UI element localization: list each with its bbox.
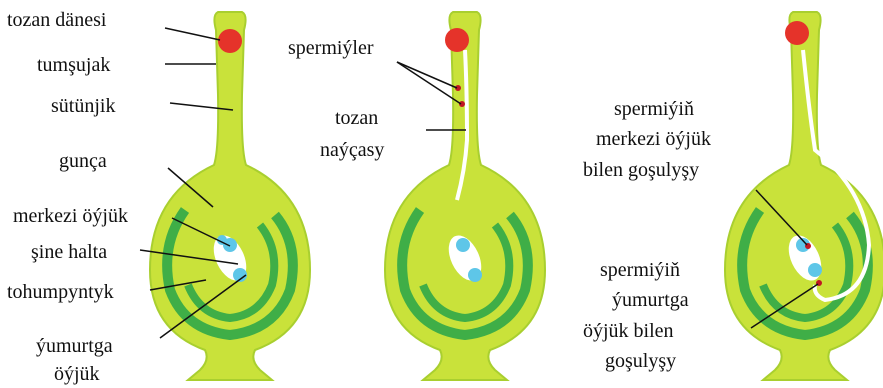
label-fusion-central-line-2: merkezi öýjük bbox=[596, 128, 711, 150]
label-pollen-tube-line-1: tozan bbox=[335, 107, 378, 129]
labels: tozan dänesi tumşujak sütünjik gunça mer… bbox=[7, 9, 711, 385]
pistil-3-egg-cell bbox=[808, 263, 822, 277]
label-stigma: tumşujak bbox=[37, 54, 110, 76]
leader-pollen-grain bbox=[165, 28, 220, 40]
label-style: sütünjik bbox=[51, 95, 115, 117]
pistil-3-pollen-grain bbox=[785, 21, 809, 45]
label-ovule: tohumpyntyk bbox=[7, 281, 114, 303]
label-ovary: gunça bbox=[59, 150, 107, 172]
label-egg-cell-line-2: öýjük bbox=[54, 363, 100, 385]
label-pollen-tube-line-2: naýçasy bbox=[320, 139, 384, 161]
leader-sperm-1 bbox=[397, 62, 457, 88]
label-fusion-egg-line-2: ýumurtga bbox=[612, 289, 689, 311]
pistil-2-central-nucleus bbox=[456, 238, 470, 252]
label-egg-cell-line-1: ýumurtga bbox=[36, 335, 113, 357]
label-fusion-central-line-3: bilen goşulyşy bbox=[583, 159, 699, 181]
label-fusion-central-line-1: spermiýiň bbox=[614, 98, 694, 120]
pistil-1-body bbox=[150, 12, 310, 380]
label-fusion-egg-line-4: goşulyşy bbox=[605, 350, 676, 372]
pistil-2-egg-cell bbox=[468, 268, 482, 282]
pistil-1 bbox=[150, 12, 310, 380]
pistil-2-pollen-grain bbox=[445, 28, 469, 52]
label-central-cell: merkezi öýjük bbox=[13, 205, 128, 227]
label-fusion-egg-line-1: spermiýiň bbox=[600, 259, 680, 281]
label-sperms: spermiýler bbox=[288, 37, 374, 59]
label-pollen-grain: tozan dänesi bbox=[7, 9, 107, 31]
pistil-3 bbox=[725, 12, 883, 380]
label-embryo-sac: şine halta bbox=[31, 241, 107, 263]
pistil-1-pollen-grain bbox=[218, 29, 242, 53]
label-fusion-egg-line-3: öýjük bilen bbox=[583, 320, 674, 342]
